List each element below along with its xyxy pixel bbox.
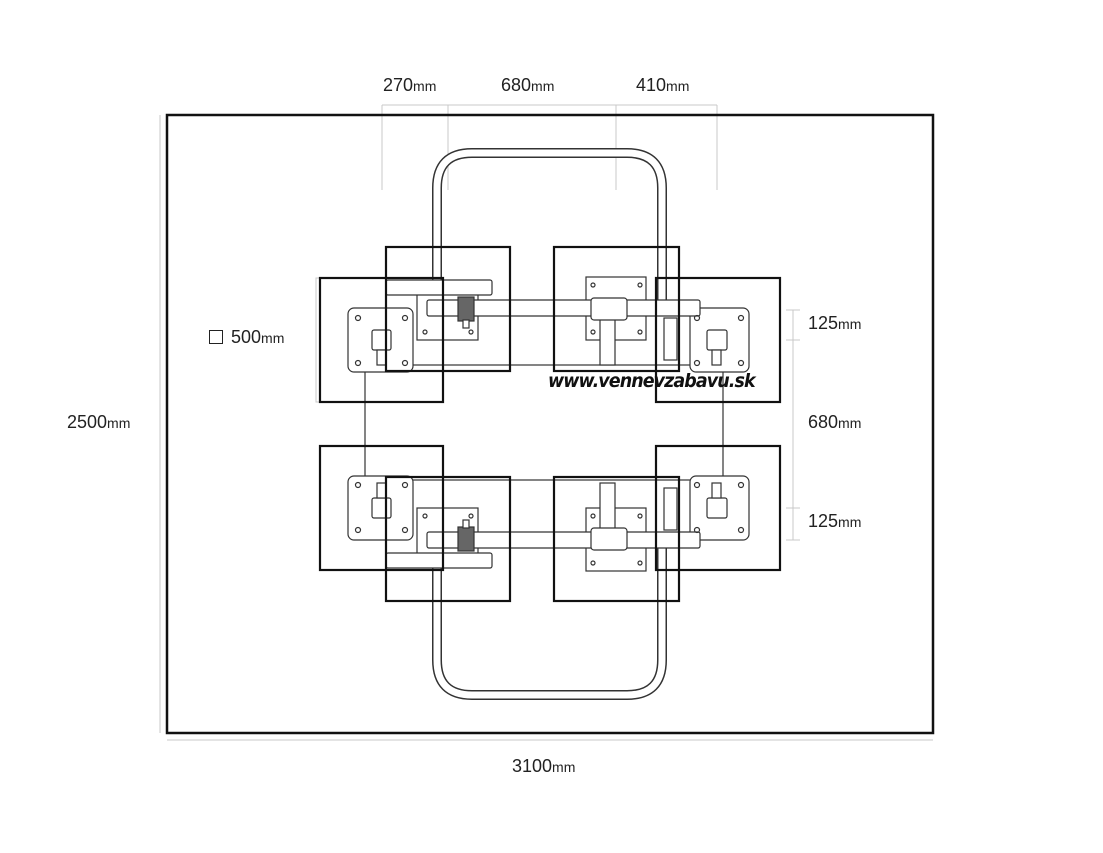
square-icon bbox=[209, 330, 223, 344]
dim-seat-size: 500mm bbox=[209, 327, 284, 348]
dim-right-1: 125mm bbox=[808, 313, 862, 333]
central-frame bbox=[364, 364, 724, 481]
dim-right-3: 125mm bbox=[808, 511, 862, 531]
dim-top-2: 680mm bbox=[501, 75, 555, 95]
watermark: www.vennevzabavu.sk bbox=[548, 370, 756, 392]
dim-top-3: 410mm bbox=[636, 75, 690, 95]
carousel-top-half bbox=[318, 148, 782, 404]
dim-right-2: 680mm bbox=[808, 412, 862, 432]
dim-top-1: 270mm bbox=[383, 75, 437, 95]
seat-squares bbox=[318, 245, 782, 404]
dim-width: 3100mm bbox=[512, 756, 576, 776]
dim-height: 2500mm bbox=[67, 412, 131, 432]
carousel-bottom-half bbox=[320, 446, 780, 695]
play-area-boundary bbox=[165, 113, 935, 735]
